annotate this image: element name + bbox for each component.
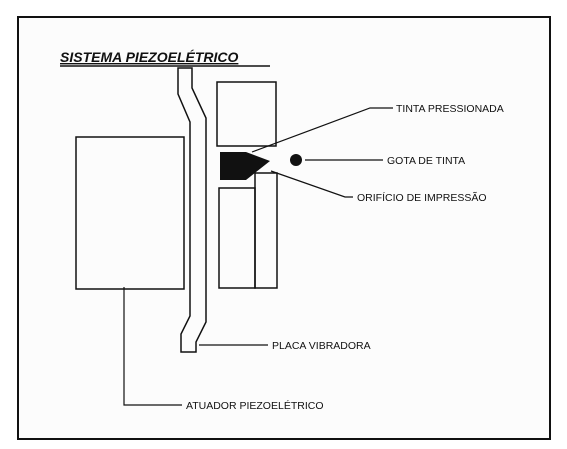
label-atuador: ATUADOR PIEZOELÉTRICO: [186, 399, 324, 412]
pressurized-ink: [220, 152, 270, 180]
leader-atuador: [123, 287, 182, 406]
leader-orificio: [270, 170, 353, 198]
label-placa-vibradora: PLACA VIBRADORA: [272, 340, 371, 352]
lower-chamber-block-right: [254, 172, 278, 289]
leader-tinta-pressionada: [251, 107, 393, 153]
lower-chamber-block-left: [218, 187, 256, 289]
label-gota-de-tinta: GOTA DE TINTA: [387, 155, 465, 167]
diagram-frame: [17, 16, 551, 440]
label-tinta-pressionada: TINTA PRESSIONADA: [396, 103, 504, 115]
piezo-actuator-block: [75, 136, 185, 290]
diagram-title: SISTEMA PIEZOELÉTRICO: [60, 49, 238, 65]
ink-drop: [290, 154, 302, 166]
label-orificio: ORIFÍCIO DE IMPRESSÃO: [357, 191, 487, 204]
upper-chamber-block: [216, 81, 277, 147]
vibrating-plate: [177, 67, 207, 353]
